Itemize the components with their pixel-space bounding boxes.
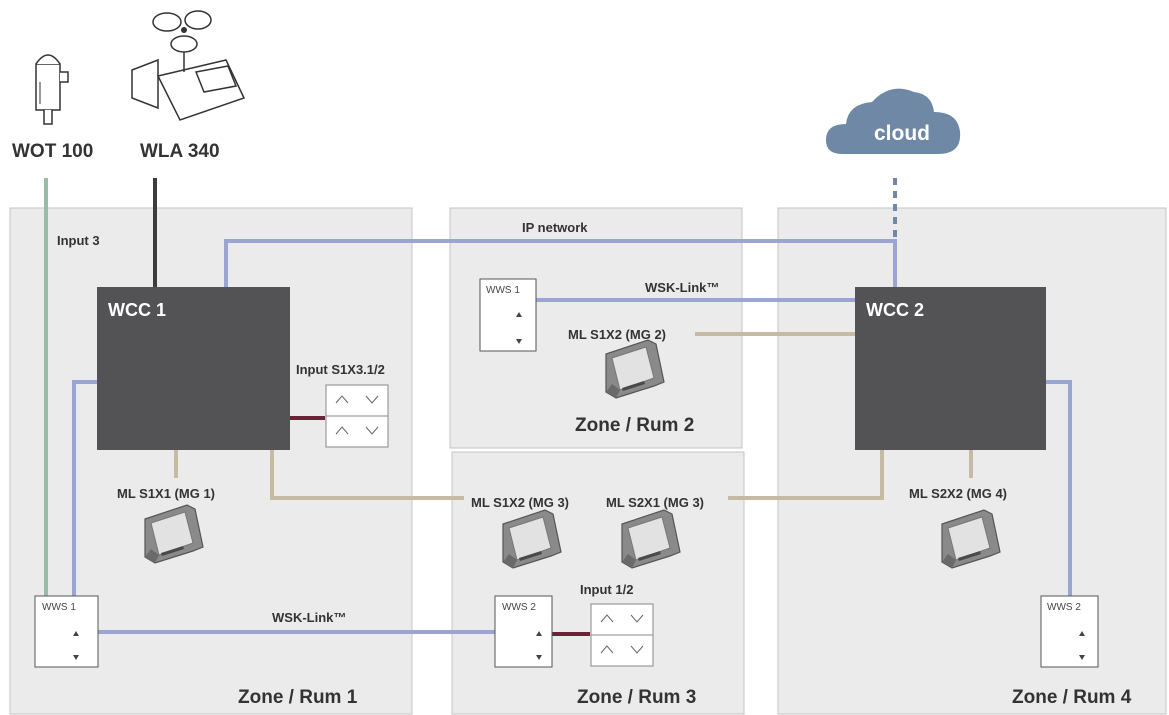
ip-network-line	[224, 239, 897, 290]
svg-text:WWS 2: WWS 2	[502, 602, 536, 613]
cloud-icon	[826, 88, 961, 154]
input-s1x3-label: Input S1X3.1/2	[296, 362, 385, 377]
wcc1-box	[97, 287, 290, 450]
wws-zone1: WWS 1	[34, 595, 99, 668]
ml-s1x2-mg2-label: ML S1X2 (MG 2)	[568, 327, 666, 342]
keypad-input-12	[590, 603, 654, 667]
ml-s1x2-mg3-label: ML S1X2 (MG 3)	[471, 495, 569, 510]
input-12-label: Input 1/2	[580, 582, 633, 597]
svg-text:WWS 2: WWS 2	[1047, 602, 1081, 613]
wsk-link-top-label: WSK-Link™	[645, 280, 719, 295]
zone-3-panel	[451, 451, 745, 715]
wws-zone3: WWS 2	[494, 595, 553, 668]
wla-label: WLA 340	[140, 141, 220, 162]
zone-3-label: Zone / Rum 3	[577, 687, 696, 708]
keypad-s1x3	[325, 384, 389, 448]
wot-label: WOT 100	[12, 141, 93, 162]
wsk-link-bottom-label: WSK-Link™	[272, 610, 346, 625]
zone-2-label: Zone / Rum 2	[575, 415, 694, 436]
input3-label: Input 3	[57, 233, 100, 248]
ml-s2x1-mg3-line	[728, 450, 884, 500]
wcc1-wws1-line	[72, 380, 97, 598]
ip-network-label: IP network	[522, 220, 588, 235]
ml-s2x2-label: ML S2X2 (MG 4)	[909, 486, 1007, 501]
zone-1-label: Zone / Rum 1	[238, 687, 358, 708]
wot-sensor-icon	[35, 54, 69, 125]
wcc1-label: WCC 1	[108, 300, 166, 320]
wcc2-label: WCC 2	[866, 300, 924, 320]
ml-s1x2-mg3-line	[270, 450, 464, 500]
wla-weather-station-icon	[131, 10, 246, 121]
svg-text:WWS 1: WWS 1	[486, 285, 520, 296]
ml-s1x1-label: ML S1X1 (MG 1)	[117, 486, 215, 501]
ml-s2x1-mg3-label: ML S2X1 (MG 3)	[606, 495, 704, 510]
cloud-label: cloud	[874, 122, 930, 145]
wws-zone2: WWS 1	[479, 278, 537, 352]
wws-zone4: WWS 2	[1040, 595, 1099, 668]
wcc2-wws2-line	[1046, 380, 1072, 598]
zone-4-label: Zone / Rum 4	[1012, 687, 1132, 708]
svg-text:WWS 1: WWS 1	[42, 602, 76, 613]
wcc2-box	[855, 287, 1046, 450]
